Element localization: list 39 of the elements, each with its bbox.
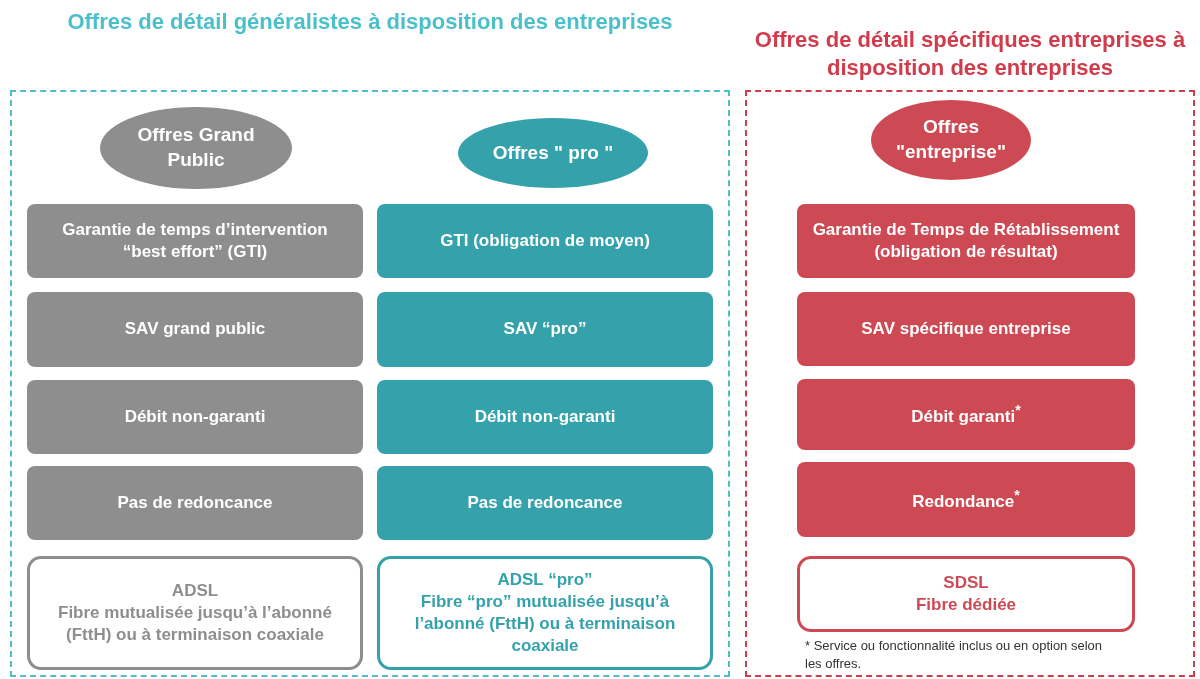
- footnote: * Service ou fonctionnalité inclus ou en option selon les offres.: [805, 637, 1104, 674]
- node-text: Garantie de temps d’intervention “best effort” (GTI): [61, 218, 329, 263]
- technology-box: [27, 556, 363, 670]
- node-text: SAV spécifique entreprise: [861, 317, 1071, 340]
- node-text: Débit non-garanti: [474, 405, 616, 428]
- feature-box: [797, 292, 1135, 366]
- feature-box: [377, 466, 713, 540]
- node-text: SDSL: [943, 571, 989, 594]
- feature-box: [797, 462, 1135, 537]
- feature-box: [377, 380, 713, 454]
- node-text: Offres "entreprise": [895, 115, 1007, 164]
- node-text: Fibre “pro” mutualisée jusqu’à l’abonné (FttH) ou à terminaison coaxiale: [413, 590, 677, 658]
- feature-box: [377, 292, 713, 367]
- node-text: Fibre dédiée: [915, 594, 1017, 616]
- node-text: ADSL “pro”: [497, 568, 593, 591]
- technology-box: [377, 556, 713, 670]
- feature-box: [27, 466, 363, 540]
- node-text: Offres " pro ": [492, 140, 614, 165]
- feature-box: [27, 380, 363, 454]
- feature-box: [27, 292, 363, 367]
- node-text: Offres Grand Public: [136, 123, 256, 172]
- node-text: Pas de redoncance: [467, 491, 623, 514]
- technology-box: [797, 556, 1135, 632]
- node-text: Garantie de Temps de Rétablissement (obligation de résultat): [811, 218, 1121, 263]
- group-title: Offres de détail spécifiques entreprises à disposition des entreprises: [753, 26, 1187, 81]
- node-text: Débit garanti$^{*}$: [911, 401, 1021, 428]
- feature-box: [27, 204, 363, 278]
- feature-box: [797, 379, 1135, 450]
- node-text: Redondance$^{*}$: [912, 486, 1020, 513]
- node-text: Débit non-garanti: [124, 405, 266, 428]
- group-title: Offres de détail généralistes à disposition des entreprises: [66, 8, 674, 36]
- node-text: Fibre mutualisée jusqu’à l’abonné (FttH) ou à terminaison coaxiale: [57, 601, 333, 647]
- feature-box: [377, 204, 713, 278]
- node-text: SAV grand public: [124, 318, 266, 341]
- feature-box: [797, 204, 1135, 278]
- node-text: SAV “pro”: [503, 318, 587, 341]
- node-text: Pas de redoncance: [117, 491, 273, 514]
- node-text: ADSL: [171, 579, 219, 602]
- node-text: GTI (obligation de moyen): [440, 229, 650, 252]
